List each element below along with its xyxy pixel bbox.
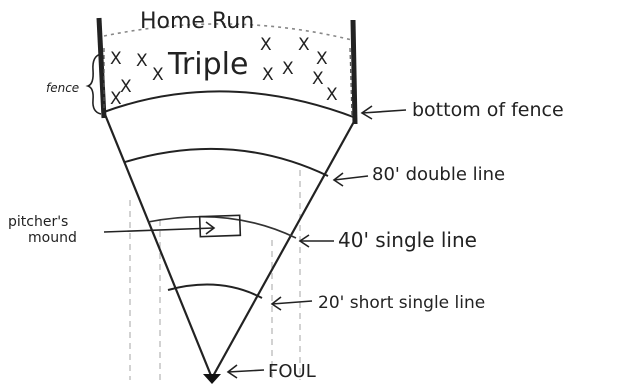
pitchers-mound-box xyxy=(198,214,242,238)
bottom-of-fence-arc xyxy=(103,90,357,119)
triple-label: Triple xyxy=(167,47,248,82)
bottom-of-fence-label: bottom of fence xyxy=(412,99,564,121)
short-single-line-arc xyxy=(167,283,263,299)
foul-arrow xyxy=(227,369,265,373)
foul-line-left xyxy=(102,111,214,379)
x-mark: X xyxy=(262,65,274,85)
single-line-arc xyxy=(147,215,297,239)
double-line-arc xyxy=(124,147,329,177)
x-mark: X xyxy=(136,51,148,71)
x-mark: X xyxy=(282,59,294,79)
foul-line-right xyxy=(211,117,357,379)
triple-zone-right-edge xyxy=(349,47,353,119)
fence-label: fence xyxy=(46,81,79,95)
single-line-label: 40' single line xyxy=(338,228,477,252)
double-line-arrow xyxy=(333,175,369,181)
x-mark: X xyxy=(120,77,132,97)
fence-post-right xyxy=(350,19,358,125)
x-marks-group: X X X X X X X X X X X X xyxy=(110,35,338,109)
pitchers-mound-label-line1: pitcher's xyxy=(8,214,68,230)
bottom-of-fence-arrowhead xyxy=(360,105,373,120)
x-mark: X xyxy=(316,49,328,69)
short-single-line-label: 20' short single line xyxy=(318,293,485,313)
pitchers-mound-label-line2: mound xyxy=(28,230,77,246)
foul-label: FOUL xyxy=(268,361,316,382)
label-arrows xyxy=(103,105,407,379)
pitchers-mound-arrow xyxy=(103,227,215,233)
home-plate-dot xyxy=(203,374,221,384)
home-run-zone-dotted-arc xyxy=(103,23,353,41)
short-single-line-arrow xyxy=(271,300,313,305)
double-line-arrowhead xyxy=(332,172,344,187)
pitchers-mound-arrowhead xyxy=(205,221,216,235)
short-single-line-arrowhead xyxy=(270,296,282,311)
fence-post-left xyxy=(96,17,107,119)
fence-brace xyxy=(85,53,102,115)
foul-arrowhead xyxy=(226,364,238,379)
pencil-guides xyxy=(129,170,301,380)
x-mark: X xyxy=(298,35,310,55)
x-mark: X xyxy=(110,89,122,109)
double-line-label: 80' double line xyxy=(372,164,505,185)
x-mark: X xyxy=(152,65,164,85)
home-run-label: Home Run xyxy=(140,9,254,34)
x-mark: X xyxy=(312,69,324,89)
bottom-of-fence-arrow xyxy=(361,109,407,114)
x-mark: X xyxy=(110,49,122,69)
single-line-arrowhead xyxy=(298,234,310,248)
x-mark: X xyxy=(260,35,272,55)
x-mark: X xyxy=(326,85,338,105)
